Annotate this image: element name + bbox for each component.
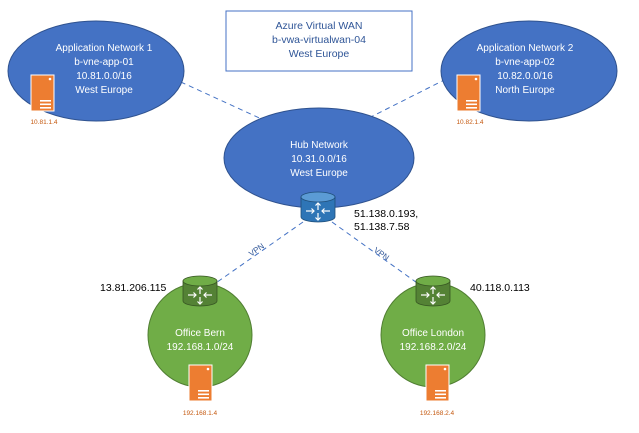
- app1-line-3: 10.81.0.0/16: [76, 71, 132, 82]
- app2-server-ip: 10.82.1.4: [456, 119, 483, 126]
- application-network-2: Application Network 2 b-vne-app-02 10.82…: [440, 20, 618, 122]
- bern-public-ip: 13.81.206.115: [100, 282, 167, 294]
- hub-line-3: West Europe: [290, 168, 348, 179]
- app1-line-2: b-vne-app-01: [74, 57, 134, 68]
- app2-line-1: Application Network 2: [477, 43, 574, 54]
- virtual-wan-box: Azure Virtual WAN b-vwa-virtualwan-04 We…: [225, 10, 413, 72]
- server-icon: [30, 74, 55, 112]
- link-hub-london: [331, 221, 421, 286]
- server-icon: [456, 74, 481, 112]
- london-line-2: 192.168.2.0/24: [400, 342, 467, 353]
- wan-line-2: b-vwa-virtualwan-04: [272, 34, 366, 46]
- vpn-label-left: VPN: [247, 241, 266, 258]
- wan-line-1: Azure Virtual WAN: [276, 20, 363, 32]
- bern-server-ip: 192.168.1.4: [183, 410, 218, 417]
- app2-line-2: b-vne-app-02: [495, 57, 555, 68]
- bern-line-2: 192.168.1.0/24: [167, 342, 234, 353]
- app2-line-4: North Europe: [495, 85, 555, 96]
- hub-line-1: Hub Network: [290, 140, 349, 151]
- london-public-ip: 40.118.0.113: [470, 282, 530, 294]
- bern-line-1: Office Bern: [175, 328, 225, 339]
- hub-public-ip-2: 51.138.7.58: [354, 221, 410, 233]
- link-hub-bern: [212, 221, 304, 286]
- router-icon: [182, 275, 218, 307]
- app1-server-ip: 10.81.1.4: [30, 119, 57, 126]
- vpn-label-right: VPN: [372, 246, 391, 263]
- london-line-1: Office London: [402, 328, 464, 339]
- server-icon: [188, 364, 213, 402]
- app1-line-4: West Europe: [75, 85, 133, 96]
- hub-line-2: 10.31.0.0/16: [291, 154, 347, 165]
- router-icon: [300, 191, 336, 223]
- hub-public-ip-1: 51.138.0.193,: [354, 208, 418, 220]
- wan-line-3: West Europe: [289, 48, 350, 60]
- server-icon: [425, 364, 450, 402]
- router-icon: [415, 275, 451, 307]
- app1-line-1: Application Network 1: [56, 43, 153, 54]
- app2-line-3: 10.82.0.0/16: [497, 71, 553, 82]
- london-server-ip: 192.168.2.4: [420, 410, 455, 417]
